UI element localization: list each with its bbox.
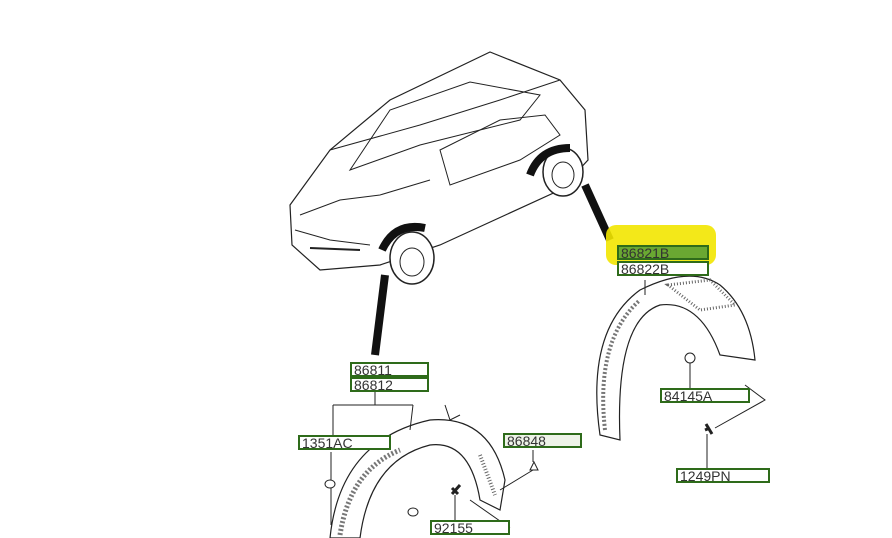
car-illustration xyxy=(289,51,589,285)
part-label-1351ac[interactable]: 1351AC xyxy=(298,435,391,450)
front-arrow xyxy=(371,274,389,356)
part-label-92155[interactable]: 92155 xyxy=(430,520,510,535)
part-label-86821b[interactable]: 86821B xyxy=(617,245,709,260)
part-label-86848[interactable]: 86848 xyxy=(503,433,582,448)
part-label-86811[interactable]: 86811 xyxy=(350,362,429,377)
part-label-1249pn[interactable]: 1249PN xyxy=(676,468,770,483)
rear-arrow xyxy=(581,183,614,242)
front-wheel-liner xyxy=(324,392,539,538)
part-label-86822b[interactable]: 86822B xyxy=(617,261,709,276)
part-label-86812[interactable]: 86812 xyxy=(350,377,429,392)
rear-wheel-liner xyxy=(596,275,766,470)
part-label-84145a[interactable]: 84145A xyxy=(660,388,750,403)
